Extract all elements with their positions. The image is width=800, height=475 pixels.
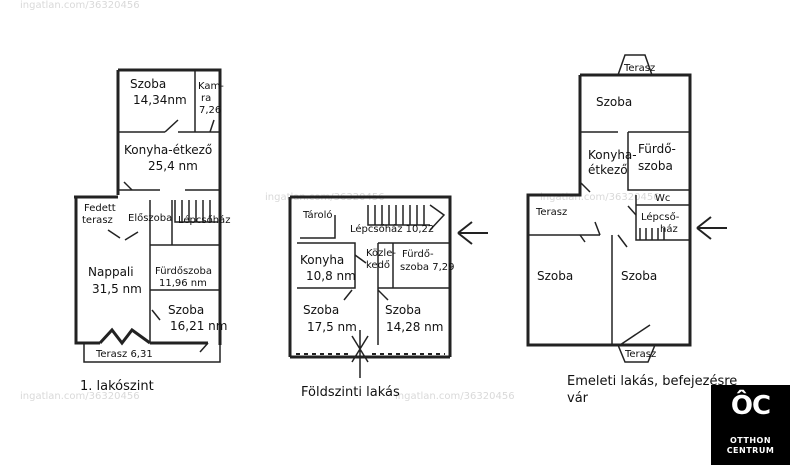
- room-area: 14,28 nm: [386, 320, 443, 334]
- watermark: ingatlan.com/36320456: [20, 391, 140, 402]
- room-area: 7,26: [199, 105, 221, 116]
- room-label-fedett-terasz: terasz: [82, 215, 113, 226]
- room-label-lepcsohaz: Lépcső-: [641, 211, 680, 223]
- room-area: 14,34nm: [133, 93, 187, 107]
- room-area: 17,5 nm: [307, 320, 357, 334]
- room-label-konyha: étkező: [588, 163, 628, 177]
- watermark: ingatlan.com/36320456: [395, 391, 515, 402]
- room-label-konyha: Konyha-: [588, 148, 637, 162]
- room-label-terasz: Terasz: [623, 63, 655, 74]
- room-area: 31,5 nm: [92, 282, 142, 296]
- otthon-centrum-logo: ÔC OTTHON CENTRUM: [711, 385, 790, 465]
- plan-caption: Emeleti lakás, befejezésre: [567, 374, 737, 389]
- room-label-furdoszoba: Fürdő-: [402, 248, 434, 260]
- room-label-szoba: Szoba: [168, 303, 204, 317]
- room-label-eloszoba: Előszoba: [128, 212, 172, 224]
- room-label-szoba: Szoba: [621, 269, 657, 283]
- room-label-terasz: Terasz: [624, 349, 656, 360]
- room-label-furdoszoba: szoba 7,29: [400, 262, 455, 273]
- room-label-terasz: Terasz 6,31: [95, 349, 153, 360]
- plan-caption: Földszinti lakás: [301, 385, 400, 400]
- room-area: 25,4 nm: [148, 159, 198, 173]
- room-label-szoba: Szoba: [303, 303, 339, 317]
- room-label-kozlekedo: Közle-: [366, 248, 396, 259]
- room-label-furdoszoba: Fürdőszoba: [155, 265, 212, 277]
- room-area: 16,21 nm: [170, 319, 227, 333]
- room-area: 10,8 nm: [306, 269, 356, 283]
- room-label-lepcsohaz: Lépcsőház: [178, 214, 230, 226]
- room-label-lepcsohaz: ház: [660, 223, 678, 235]
- room-label-konyha: Konyha-étkező: [124, 143, 212, 157]
- watermark: ingatlan.com/36320456: [20, 0, 140, 11]
- room-label-lepcsohaz: Lépcsőház 10,22: [350, 223, 434, 235]
- room-label-szoba: Szoba: [130, 77, 166, 91]
- room-label-furdoszoba: szoba: [638, 159, 673, 173]
- plan-caption: vár: [567, 391, 589, 406]
- room-label-szoba: Szoba: [596, 95, 632, 109]
- room-label-fedett-terasz: Fedett: [84, 203, 116, 214]
- plan-ground-floor: Tároló Lépcsőház 10,22 Konyha 10,8 nm Kö…: [288, 195, 488, 400]
- plan-upper-floor: Terasz Szoba Konyha- étkező Fürdő- szoba…: [526, 54, 737, 406]
- room-label-szoba: Szoba: [537, 269, 573, 283]
- room-label-kamra: Kam-: [198, 81, 224, 92]
- room-label-szoba: Szoba: [385, 303, 421, 317]
- room-label-furdoszoba: Fürdő-: [638, 142, 676, 156]
- room-label-tarolo: Tároló: [302, 209, 333, 221]
- logo-mark: ÔC: [730, 391, 771, 421]
- room-label-wc: Wc: [655, 193, 670, 204]
- room-label-kamra: ra: [201, 93, 211, 104]
- room-label-nappali: Nappali: [88, 265, 134, 279]
- room-label-terasz: Terasz: [535, 207, 567, 218]
- room-area: 11,96 nm: [159, 278, 207, 289]
- room-label-konyha: Konyha: [300, 253, 344, 267]
- plan-caption: 1. lakószint: [80, 379, 154, 394]
- watermark: ingatlan.com/36320456: [540, 192, 660, 203]
- logo-text: CENTRUM: [726, 446, 775, 455]
- logo-text: OTTHON: [729, 436, 772, 445]
- plan-first-floor: Szoba 14,34nm Kam- ra 7,26 Konyha-étkező…: [74, 68, 230, 394]
- room-label-kozlekedo: kedő: [366, 259, 390, 271]
